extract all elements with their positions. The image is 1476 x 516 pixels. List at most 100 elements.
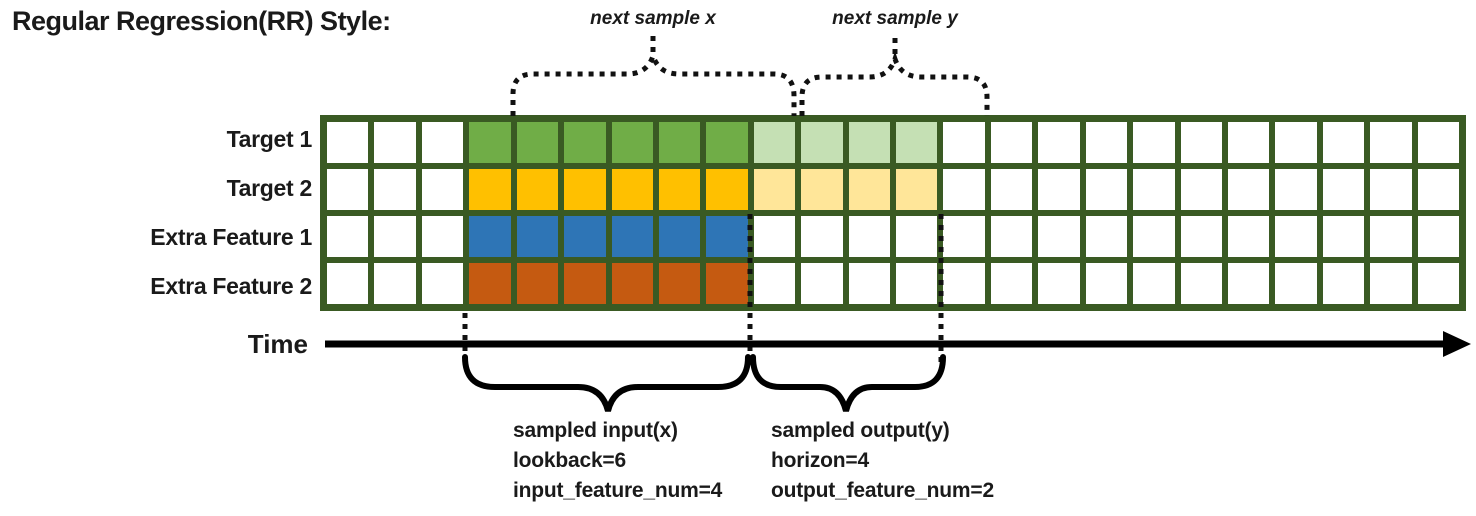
grid-cell xyxy=(706,169,748,210)
grid-cell xyxy=(516,169,559,210)
grid-cell xyxy=(611,263,653,304)
lookback-value: lookback=6 xyxy=(513,449,626,472)
grid-cell xyxy=(1370,169,1412,210)
grid-cell xyxy=(896,169,938,210)
grid-cell xyxy=(611,216,653,257)
grid-cell xyxy=(564,122,606,163)
grid-cell xyxy=(658,169,701,210)
grid-cell xyxy=(1417,169,1459,210)
grid-cell xyxy=(1133,263,1175,304)
grid-cell xyxy=(1085,263,1128,304)
grid-cell xyxy=(753,263,796,304)
grid-cell xyxy=(658,216,701,257)
grid-cell xyxy=(1370,263,1412,304)
grid-cell xyxy=(1180,216,1222,257)
grid-cell xyxy=(421,263,464,304)
sampled-input-title: sampled input(x) xyxy=(513,419,678,442)
grid-cell xyxy=(1227,169,1270,210)
output-feature-num: output_feature_num=2 xyxy=(771,479,994,502)
grid-cell xyxy=(848,169,890,210)
grid-cell xyxy=(896,122,938,163)
grid-cell xyxy=(1322,263,1365,304)
grid-cell xyxy=(990,216,1033,257)
grid-cell xyxy=(374,216,416,257)
grid-cell xyxy=(374,263,416,304)
sample-grid xyxy=(320,115,1466,311)
page-title: Regular Regression(RR) Style: xyxy=(12,6,391,36)
grid-cell xyxy=(801,263,843,304)
horizon-value: horizon=4 xyxy=(771,449,869,472)
grid-cell xyxy=(1085,122,1128,163)
grid-cell xyxy=(1227,263,1270,304)
grid-cell xyxy=(469,169,511,210)
grid-cell xyxy=(516,216,559,257)
sampled-output-annotation: sampled output(y) horizon=4 output_featu… xyxy=(771,416,994,506)
grid-cell xyxy=(943,216,985,257)
grid-cell xyxy=(706,263,748,304)
sampled-output-title: sampled output(y) xyxy=(771,419,950,442)
grid-cell xyxy=(1180,169,1222,210)
grid-cell xyxy=(1038,122,1080,163)
grid-cell xyxy=(1322,122,1365,163)
grid-cell xyxy=(469,122,511,163)
grid-cell xyxy=(1275,216,1317,257)
grid-cell xyxy=(1322,169,1365,210)
grid-cell xyxy=(1038,216,1080,257)
grid-cell xyxy=(1417,216,1459,257)
row-label-target-1: Target 1 xyxy=(226,126,313,152)
grid-cell xyxy=(1370,122,1412,163)
grid-cell xyxy=(327,263,369,304)
grid-cell xyxy=(896,263,938,304)
time-axis-arrowhead xyxy=(1443,331,1471,357)
grid-cell xyxy=(801,216,843,257)
grid-cell xyxy=(611,169,653,210)
grid-cell xyxy=(1038,263,1080,304)
grid-cell xyxy=(1085,169,1128,210)
grid-cell xyxy=(564,263,606,304)
grid-cell xyxy=(327,216,369,257)
input-feature-num: input_feature_num=4 xyxy=(513,479,723,502)
grid-cell xyxy=(706,122,748,163)
row-label-extra-feature-1: Extra Feature 1 xyxy=(150,224,312,250)
time-axis-label: Time xyxy=(247,329,308,359)
grid-cell xyxy=(1370,216,1412,257)
grid-cell xyxy=(848,263,890,304)
grid-cell xyxy=(421,122,464,163)
grid-cell xyxy=(469,216,511,257)
grid-cell xyxy=(516,263,559,304)
grid-cell xyxy=(1180,122,1222,163)
grid-cell xyxy=(1322,216,1365,257)
next-sample-x-label: next sample x xyxy=(590,8,716,29)
grid-cell xyxy=(658,122,701,163)
grid-cell xyxy=(1227,122,1270,163)
grid-cell xyxy=(421,169,464,210)
grid-cell xyxy=(516,122,559,163)
grid-cell xyxy=(801,169,843,210)
row-label-extra-feature-2: Extra Feature 2 xyxy=(150,273,312,299)
grid-cell xyxy=(753,169,796,210)
grid-cell xyxy=(327,169,369,210)
grid-cell xyxy=(658,263,701,304)
next-sample-y-brace xyxy=(799,51,990,116)
grid-cell xyxy=(848,122,890,163)
grid-cell xyxy=(421,216,464,257)
grid-cell xyxy=(943,263,985,304)
grid-cell xyxy=(990,263,1033,304)
grid-cell xyxy=(564,216,606,257)
sampled-input-brace xyxy=(462,354,751,412)
grid-cell xyxy=(990,122,1033,163)
grid-cell xyxy=(1417,263,1459,304)
grid-cell xyxy=(1133,169,1175,210)
grid-cell xyxy=(1180,263,1222,304)
grid-cell xyxy=(374,122,416,163)
grid-cell xyxy=(753,122,796,163)
sampled-input-annotation: sampled input(x) lookback=6 input_featur… xyxy=(513,416,722,506)
grid-cell xyxy=(1085,216,1128,257)
grid-cell xyxy=(801,122,843,163)
grid-cell xyxy=(1275,169,1317,210)
grid-cell xyxy=(327,122,369,163)
grid-cell xyxy=(1038,169,1080,210)
grid-cell xyxy=(564,169,606,210)
grid-cell xyxy=(943,169,985,210)
